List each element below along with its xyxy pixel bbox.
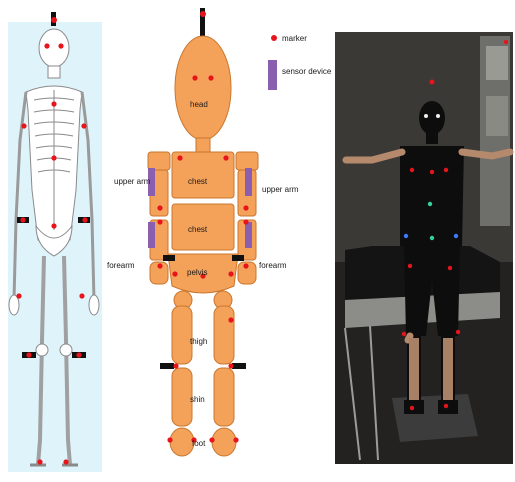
label-upper-arm-left: upper arm <box>114 177 151 186</box>
legend-marker-swatch <box>271 35 277 41</box>
segment-neck <box>196 138 210 152</box>
legend: marker sensor device <box>268 34 332 90</box>
label-upper-arm-right: upper arm <box>262 185 299 194</box>
label-shin: shin <box>190 395 205 404</box>
segment-foot-right <box>212 428 236 456</box>
segment-thigh-right <box>214 306 234 364</box>
segment-foot-left <box>170 428 194 456</box>
photo-panel <box>335 32 513 464</box>
segment-shoulder-right <box>236 152 258 170</box>
segment-thigh-left <box>172 306 192 364</box>
label-pelvis: pelvis <box>187 268 207 277</box>
label-foot: foot <box>192 439 206 448</box>
label-upper-arm-left-text: upper arm <box>114 177 151 186</box>
segment-shin-right <box>214 368 234 426</box>
label-forearm-left: forearm <box>107 261 135 270</box>
sensor-bar <box>232 363 246 369</box>
legend-sensor-swatch <box>268 60 277 90</box>
sensor-bar <box>163 255 175 261</box>
segment-shin-left <box>172 368 192 426</box>
legend-sensor-label: sensor device <box>282 67 332 76</box>
sensor-device <box>245 168 252 196</box>
segment-head <box>175 36 231 140</box>
skeleton-panel <box>8 12 102 472</box>
label-forearm-right: forearm <box>259 261 287 270</box>
label-chest-lower: chest <box>188 225 208 234</box>
label-chest-upper: chest <box>188 177 208 186</box>
sensor-device <box>245 222 252 248</box>
segment-model-panel: head chest chest pelvis thigh shin foot … <box>107 8 332 456</box>
sensor-device <box>148 222 155 248</box>
segment-shoulder-left <box>148 152 170 170</box>
label-thigh: thigh <box>190 337 207 346</box>
legend-marker-label: marker <box>282 34 307 43</box>
sensor-bar <box>232 255 244 261</box>
sensor-bar <box>160 363 174 369</box>
label-head: head <box>190 100 208 109</box>
